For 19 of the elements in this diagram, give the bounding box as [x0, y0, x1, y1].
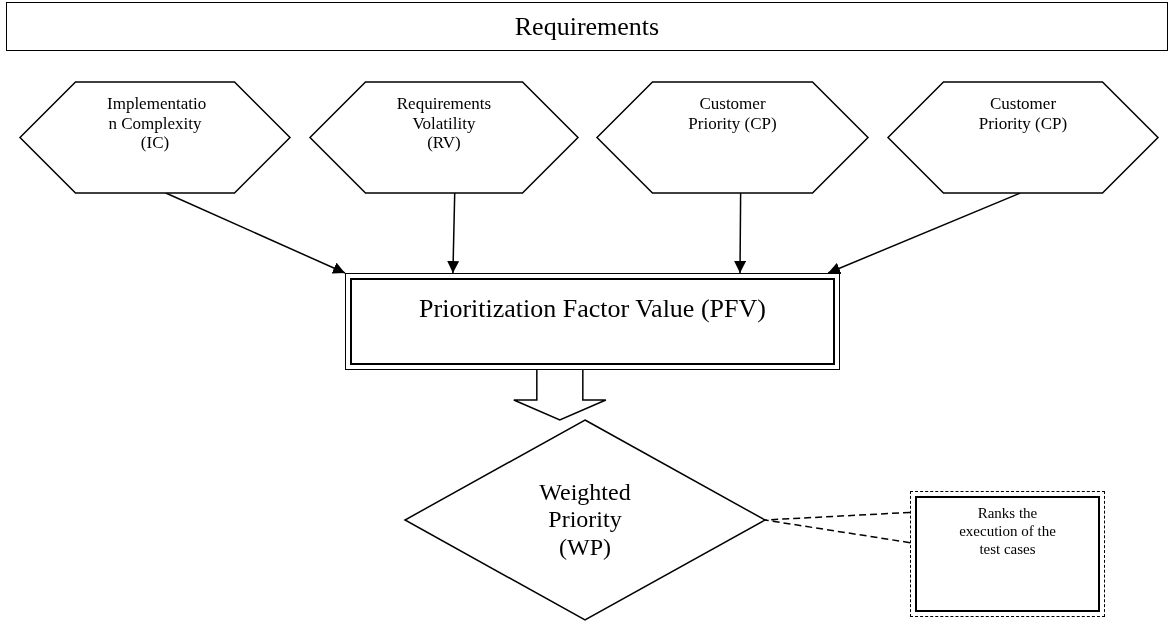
arrow: [447, 192, 460, 274]
node-label: Weighted Priority (WP): [538, 478, 632, 562]
node-label: Customer Priority (CP): [687, 94, 778, 134]
factor-hexagon: [310, 82, 578, 193]
factor-hexagon: [597, 82, 868, 193]
node-label: Requirements Volatility (RV): [396, 94, 492, 153]
arrow: [734, 192, 747, 274]
process-box: [345, 273, 840, 370]
arrow: [165, 192, 346, 274]
node-label: Prioritization Factor Value (PFV): [419, 294, 766, 324]
note-text: Ranks the execution of the test cases: [915, 496, 1100, 612]
node-label: Customer Priority (CP): [977, 94, 1069, 134]
block-arrow: [513, 369, 607, 421]
requirements-box: [6, 2, 1168, 51]
decision-diamond: [405, 420, 765, 620]
factor-hexagon: [20, 82, 290, 193]
callout-pointer: [764, 511, 911, 544]
factor-hexagon: [888, 82, 1158, 193]
node-label: Requirements: [514, 11, 660, 42]
